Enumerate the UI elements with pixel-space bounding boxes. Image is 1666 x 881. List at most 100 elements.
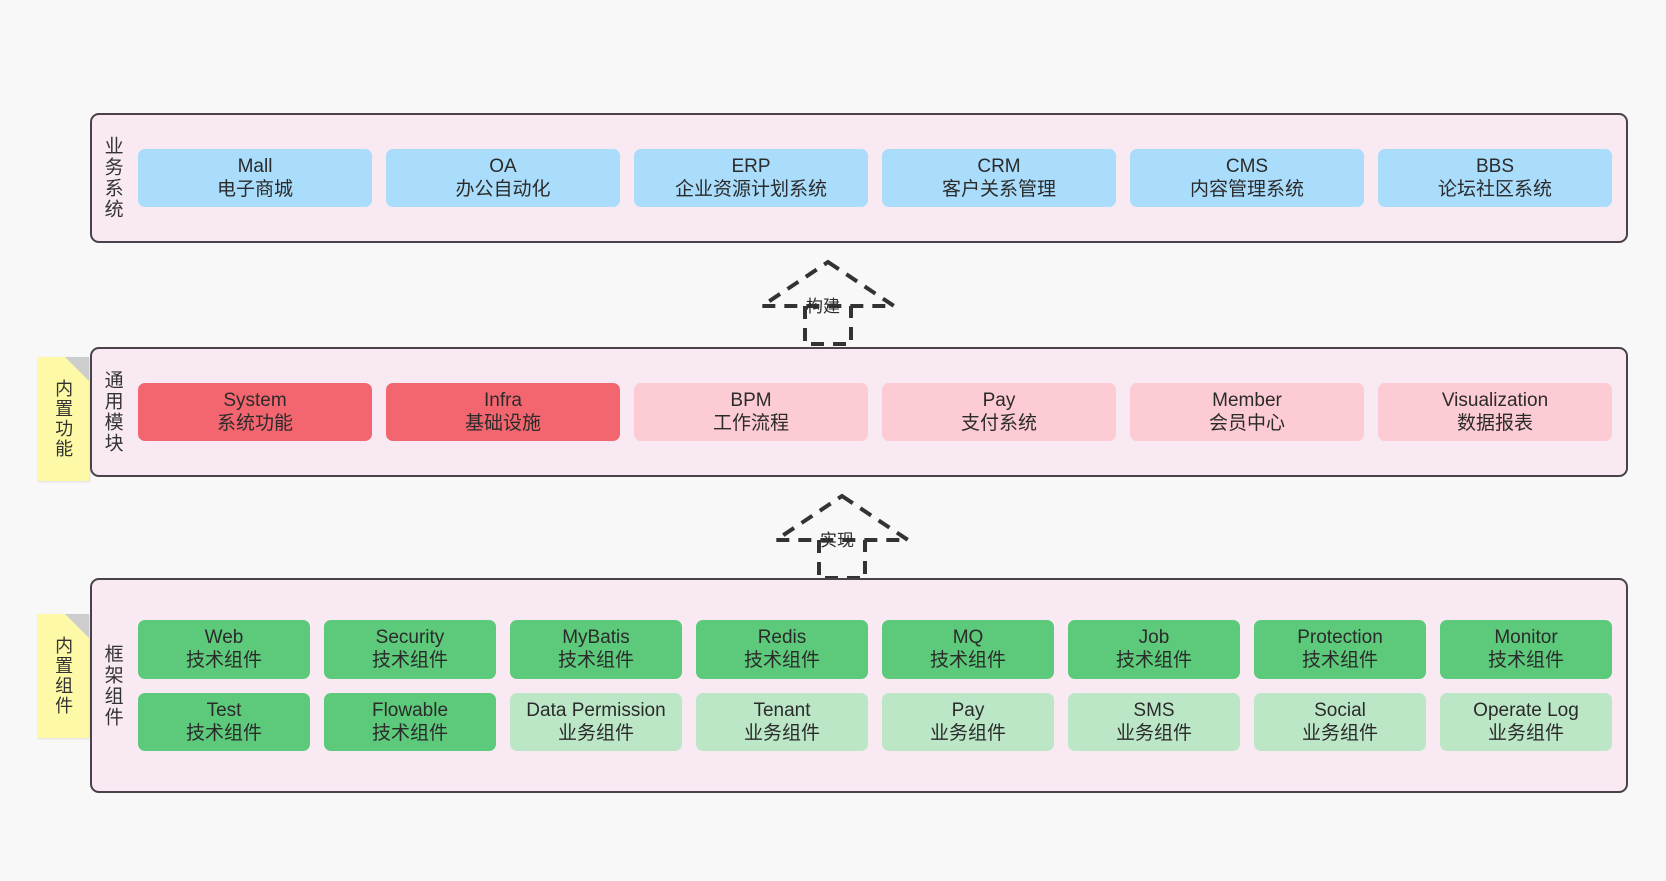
connector-implement-label: 实现 [820, 531, 854, 550]
module-desc: 会员中心 [1208, 413, 1285, 434]
component-card-job[interactable]: Job 技术组件 [1068, 620, 1240, 679]
module-card-oa[interactable]: OA 办公自动化 [386, 148, 620, 208]
component-name: Tenant [753, 699, 811, 721]
module-desc: 系统功能 [216, 413, 293, 434]
module-card-cms[interactable]: CMS 内容管理系统 [1130, 148, 1364, 208]
layer-business-system-label: 业务系统 [101, 136, 123, 220]
module-name: Pay [982, 389, 1016, 411]
note-fold-corner-icon [65, 614, 89, 638]
module-desc: 基础设施 [464, 413, 541, 434]
module-desc: 数据报表 [1456, 413, 1533, 434]
component-card-flowable[interactable]: Flowable 技术组件 [324, 692, 496, 751]
component-name: Operate Log [1473, 699, 1579, 721]
component-kind: 业务组件 [557, 722, 634, 744]
module-name: CMS [1225, 155, 1269, 177]
module-card-member[interactable]: Member 会员中心 [1130, 382, 1364, 442]
module-name: OA [489, 155, 517, 177]
component-kind: 技术组件 [1115, 650, 1192, 672]
component-card-mybatis[interactable]: MyBatis 技术组件 [510, 620, 682, 679]
module-name: BBS [1475, 155, 1515, 177]
module-card-system[interactable]: System 系统功能 [138, 382, 372, 442]
layer-business-system: 业务系统 Mall 电子商城 OA 办公自动化 ERP 企业资源计划系统 CRM… [90, 113, 1628, 243]
connector-build-label: 构建 [806, 297, 840, 316]
component-name: Data Permission [526, 699, 666, 721]
component-kind: 业务组件 [1115, 722, 1192, 744]
module-name: ERP [731, 155, 771, 177]
layer-framework-component-body: Web 技术组件 Security 技术组件 MyBatis 技术组件 Redi… [132, 580, 1626, 791]
component-name: Job [1138, 627, 1170, 649]
generalization-arrowhead-icon [769, 493, 915, 542]
sticky-note-text: 内置组件 [53, 636, 74, 716]
module-desc: 工作流程 [712, 413, 789, 434]
layer-common-module-body: System 系统功能 Infra 基础设施 BPM 工作流程 Pay 支付系统… [132, 349, 1626, 475]
layer-framework-component: 框架组件 Web 技术组件 Security 技术组件 MyBatis 技术组件… [90, 578, 1628, 793]
component-name: Flowable [371, 699, 449, 721]
component-card-data-permission[interactable]: Data Permission 业务组件 [510, 692, 682, 751]
component-card-test[interactable]: Test 技术组件 [138, 692, 310, 751]
component-name: Monitor [1494, 627, 1558, 649]
component-name: Test [206, 699, 242, 721]
component-card-security[interactable]: Security 技术组件 [324, 620, 496, 679]
component-name: Protection [1297, 627, 1383, 649]
module-card-visualization[interactable]: Visualization 数据报表 [1378, 382, 1612, 442]
connector-implement: 实现 [769, 492, 915, 580]
module-name: System [223, 389, 287, 411]
component-card-redis[interactable]: Redis 技术组件 [696, 620, 868, 679]
layer-business-system-body: Mall 电子商城 OA 办公自动化 ERP 企业资源计划系统 CRM 客户关系… [132, 115, 1626, 241]
component-name: Redis [757, 627, 807, 649]
module-desc: 论坛社区系统 [1437, 179, 1552, 200]
module-desc: 办公自动化 [455, 179, 551, 200]
component-kind: 技术组件 [743, 650, 820, 672]
layer-common-module-label: 通用模块 [101, 370, 123, 454]
module-desc: 企业资源计划系统 [674, 179, 827, 200]
component-name: Security [375, 627, 445, 649]
component-card-web[interactable]: Web 技术组件 [138, 620, 310, 679]
component-card-monitor[interactable]: Monitor 技术组件 [1440, 620, 1612, 679]
component-card-tenant[interactable]: Tenant 业务组件 [696, 692, 868, 751]
component-card-mq[interactable]: MQ 技术组件 [882, 620, 1054, 679]
sticky-note-builtin-features: 内置功能 [37, 357, 89, 481]
component-name: MQ [952, 627, 984, 649]
component-card-pay[interactable]: Pay 业务组件 [882, 692, 1054, 751]
component-name: MyBatis [562, 627, 630, 649]
component-name: SMS [1133, 699, 1175, 721]
framework-business-row: Test 技术组件 Flowable 技术组件 Data Permission … [138, 692, 1612, 751]
component-kind: 技术组件 [185, 722, 262, 744]
layer-framework-component-label: 框架组件 [101, 643, 123, 728]
component-card-protection[interactable]: Protection 技术组件 [1254, 620, 1426, 679]
component-name: Social [1314, 699, 1366, 721]
note-fold-corner-icon [65, 357, 89, 381]
layer-common-module: 通用模块 System 系统功能 Infra 基础设施 BPM 工作流程 Pay… [90, 347, 1628, 477]
sticky-note-builtin-components: 内置组件 [37, 614, 89, 738]
component-kind: 技术组件 [371, 650, 448, 672]
common-module-row: System 系统功能 Infra 基础设施 BPM 工作流程 Pay 支付系统… [138, 382, 1612, 442]
component-kind: 业务组件 [1487, 722, 1564, 744]
generalization-arrowhead-icon [755, 259, 901, 308]
component-kind: 业务组件 [1301, 722, 1378, 744]
component-name: Web [204, 627, 244, 649]
module-name: Member [1212, 389, 1282, 411]
module-card-infra[interactable]: Infra 基础设施 [386, 382, 620, 442]
component-card-operate-log[interactable]: Operate Log 业务组件 [1440, 692, 1612, 751]
component-name: Pay [951, 699, 985, 721]
module-desc: 支付系统 [960, 413, 1037, 434]
component-kind: 技术组件 [557, 650, 634, 672]
sticky-note-text: 内置功能 [53, 379, 74, 459]
module-card-mall[interactable]: Mall 电子商城 [138, 148, 372, 208]
module-name: CRM [977, 155, 1021, 177]
component-card-sms[interactable]: SMS 业务组件 [1068, 692, 1240, 751]
module-card-crm[interactable]: CRM 客户关系管理 [882, 148, 1116, 208]
component-kind: 技术组件 [1301, 650, 1378, 672]
module-card-bpm[interactable]: BPM 工作流程 [634, 382, 868, 442]
module-desc: 内容管理系统 [1189, 179, 1304, 200]
component-kind: 技术组件 [1487, 650, 1564, 672]
module-card-pay[interactable]: Pay 支付系统 [882, 382, 1116, 442]
module-card-erp[interactable]: ERP 企业资源计划系统 [634, 148, 868, 208]
module-desc: 电子商城 [216, 179, 293, 200]
component-kind: 业务组件 [743, 722, 820, 744]
module-card-bbs[interactable]: BBS 论坛社区系统 [1378, 148, 1612, 208]
framework-tech-row: Web 技术组件 Security 技术组件 MyBatis 技术组件 Redi… [138, 620, 1612, 679]
connector-build: 构建 [755, 258, 901, 346]
component-card-social[interactable]: Social 业务组件 [1254, 692, 1426, 751]
